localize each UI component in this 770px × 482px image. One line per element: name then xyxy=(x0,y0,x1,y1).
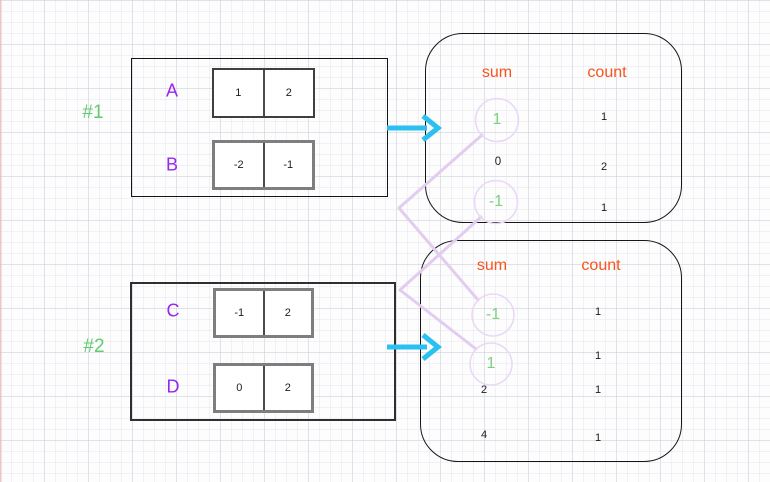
array-a-cells: 1 2 xyxy=(212,68,315,118)
result2-row2-count: 1 xyxy=(594,384,602,396)
array-c-label: C xyxy=(166,300,180,321)
example2-label: #2 xyxy=(83,336,105,357)
result2-row0-sum: -1 xyxy=(485,306,501,323)
result2-count-header: count xyxy=(581,257,621,274)
array-a-cell-1: 2 xyxy=(262,70,314,116)
array-d-cell-1: 2 xyxy=(262,366,312,410)
result2-box xyxy=(420,240,682,462)
example2-box xyxy=(130,282,396,421)
array-a-cell-0: 1 xyxy=(235,87,242,99)
result2-row3-count: 1 xyxy=(594,432,602,444)
array-b-cell-0: -2 xyxy=(233,159,244,171)
result2-sum-header: sum xyxy=(476,257,508,274)
result1-row1-sum: 0 xyxy=(494,156,502,168)
array-d-cells: 0 2 xyxy=(213,363,314,413)
array-c-cell-1: 2 xyxy=(262,291,312,335)
array-b-label: B xyxy=(165,154,179,175)
array-c-cell-0: -1 xyxy=(234,307,245,319)
result1-sum-header: sum xyxy=(481,64,513,81)
example1-label: #1 xyxy=(82,102,104,123)
result1-row2-count: 1 xyxy=(600,202,608,214)
result2-row1-count: 1 xyxy=(594,350,602,362)
result2-row0-count: 1 xyxy=(594,306,602,318)
result1-row2-sum: -1 xyxy=(488,193,504,210)
result1-box xyxy=(425,33,682,223)
array-b-cells: -2 -1 xyxy=(212,140,315,190)
array-c-cells: -1 2 xyxy=(213,288,314,338)
result1-count-header: count xyxy=(587,64,627,81)
array-a-label: A xyxy=(165,80,179,101)
result2-row2-sum: 2 xyxy=(480,384,488,396)
result1-row0-count: 1 xyxy=(600,111,608,123)
array-d-label: D xyxy=(166,376,180,397)
result2-row3-sum: 4 xyxy=(480,429,488,441)
page-edge-line xyxy=(0,0,2,482)
array-d-cell-0: 0 xyxy=(236,382,243,394)
result1-row1-count: 2 xyxy=(600,161,608,173)
result2-row1-sum: 1 xyxy=(486,355,496,372)
array-b-cell-1: -1 xyxy=(262,143,313,187)
result1-row0-sum: 1 xyxy=(492,111,502,128)
